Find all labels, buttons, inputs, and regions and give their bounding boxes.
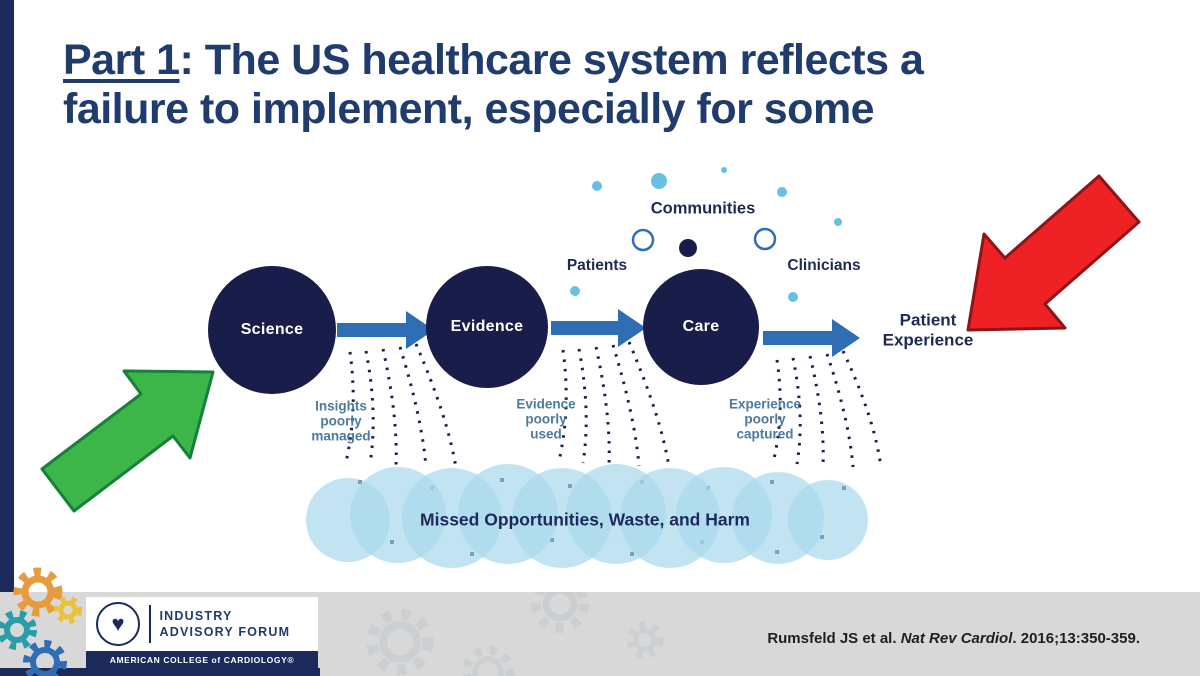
care-node — [643, 269, 759, 385]
green-annotation-arrow — [40, 369, 215, 513]
industry-advisory-forum-label: INDUSTRY ADVISORY FORUM — [160, 608, 291, 641]
citation-ref: . 2016;13:350-359. — [1012, 630, 1140, 647]
scatter-dots — [570, 167, 842, 302]
acc-logo-block: ♥ INDUSTRY ADVISORY FORUM AMERICAN COLLE… — [86, 597, 318, 668]
citation-journal: Nat Rev Cardiol — [900, 630, 1013, 647]
communities-label: Communities — [650, 199, 756, 218]
leak-dotted-trails — [344, 341, 883, 469]
org-line1: INDUSTRY — [159, 608, 233, 623]
evidence-node — [426, 266, 548, 388]
patients-label: Patients — [566, 257, 628, 274]
insights-poorly-managed-label: Insights poorly managed — [311, 398, 371, 444]
missed-opportunities-cloud — [306, 464, 868, 568]
acc-heart-emblem-icon: ♥ — [96, 602, 140, 646]
left-accent-stripe — [0, 0, 14, 592]
title-rest-label: : The US healthcare system reflects a fa… — [63, 36, 924, 133]
evidence-poorly-used-label: Evidence poorly used — [516, 396, 576, 442]
gear-pattern-watermark — [366, 592, 664, 676]
red-annotation-arrow — [966, 174, 1141, 332]
care-label: Care — [682, 318, 720, 335]
logo-divider — [149, 605, 151, 643]
missed-opportunities-label: Missed Opportunities, Waste, and Harm — [420, 509, 750, 530]
org-line2: ADVISORY FORUM — [159, 625, 291, 639]
patient-experience-label: Patient Experience — [882, 310, 974, 349]
science-node — [208, 266, 336, 394]
evidence-label: Evidence — [450, 318, 524, 335]
citation-authors: Rumsfeld JS et al. — [767, 630, 901, 647]
slide-title: Part 1: The US healthcare system reflect… — [63, 36, 1143, 133]
acc-name-bar: AMERICAN COLLEGE of CARDIOLOGY® — [86, 651, 318, 668]
acc-logo-white-box: ♥ INDUSTRY ADVISORY FORUM — [86, 597, 318, 651]
bottom-accent-strip — [0, 668, 320, 676]
experience-poorly-captured-label: Experience poorly captured — [728, 396, 802, 442]
title-part-label: Part 1 — [63, 36, 180, 84]
flow-arrows — [337, 309, 860, 357]
citation: Rumsfeld JS et al. Nat Rev Cardiol. 2016… — [767, 630, 1140, 647]
corner-gears-decoration — [0, 567, 82, 676]
clinicians-label: Clinicians — [787, 257, 861, 274]
science-label: Science — [240, 321, 304, 338]
